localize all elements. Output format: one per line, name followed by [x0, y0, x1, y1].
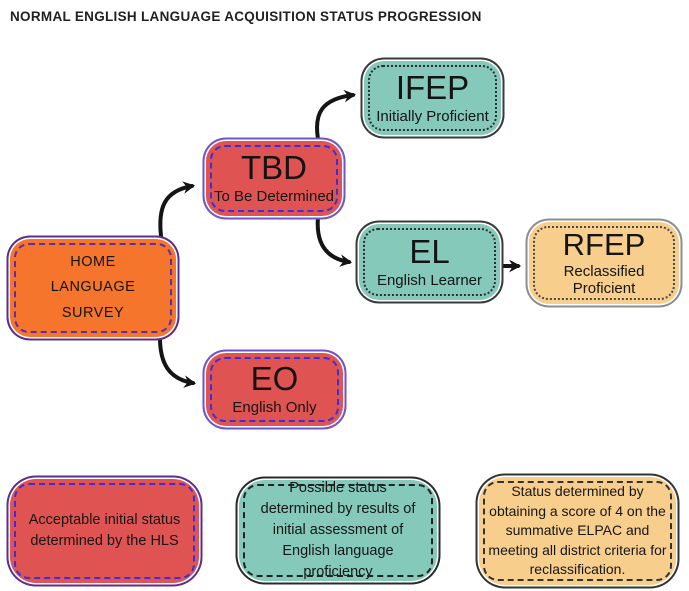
node-el: EL English Learner [359, 224, 500, 300]
node-tbd-sublabel: To Be Determined [213, 188, 335, 206]
node-eo-sublabel: English Only [232, 399, 317, 417]
page-title: NORMAL ENGLISH LANGUAGE ACQUISITION STAT… [10, 9, 482, 24]
node-ifep-sublabel: Initially Proficient [376, 107, 489, 125]
node-eo: EO English Only [206, 353, 343, 426]
node-hls-line-3: SURVEY [61, 304, 125, 321]
arrow-tbd-to-el [315, 215, 353, 267]
node-el-abbr: EL [409, 232, 450, 270]
node-hls-line-1: HOME [70, 253, 116, 270]
node-el-sublabel: English Learner [376, 271, 483, 289]
legend-red-text: Acceptable initial status determined by … [28, 511, 181, 549]
node-ifep-abbr: IFEP [395, 68, 470, 106]
node-eo-abbr: EO [250, 360, 299, 398]
node-ifep: IFEP Initially Proficient [364, 61, 501, 135]
node-tbd-abbr: TBD [241, 149, 307, 187]
legend-yellow-text: Status determined by obtaining a score o… [488, 483, 667, 578]
node-home-language-survey: HOME LANGUAGE SURVEY [10, 239, 176, 337]
legend-yellow-reclassification-status: Status determined by obtaining a score o… [479, 477, 676, 585]
node-hls-line-2: LANGUAGE [50, 279, 136, 296]
node-rfep-sublabel: Reclassified Proficient [563, 263, 645, 297]
node-rfep: RFEP Reclassified Proficient [529, 222, 679, 304]
arrow-tbd-to-ifep [315, 89, 357, 141]
arrow-hls-to-eo [158, 336, 197, 388]
node-tbd: TBD To Be Determined [206, 141, 342, 216]
legend-teal-text: Possible status determined by results of… [260, 479, 416, 581]
legend-red-hls-status: Acceptable initial status determined by … [10, 479, 199, 583]
node-rfep-abbr: RFEP [562, 226, 646, 262]
arrow-hls-to-tbd [158, 181, 196, 238]
legend-teal-assessment-status: Possible status determined by results of… [239, 480, 437, 581]
